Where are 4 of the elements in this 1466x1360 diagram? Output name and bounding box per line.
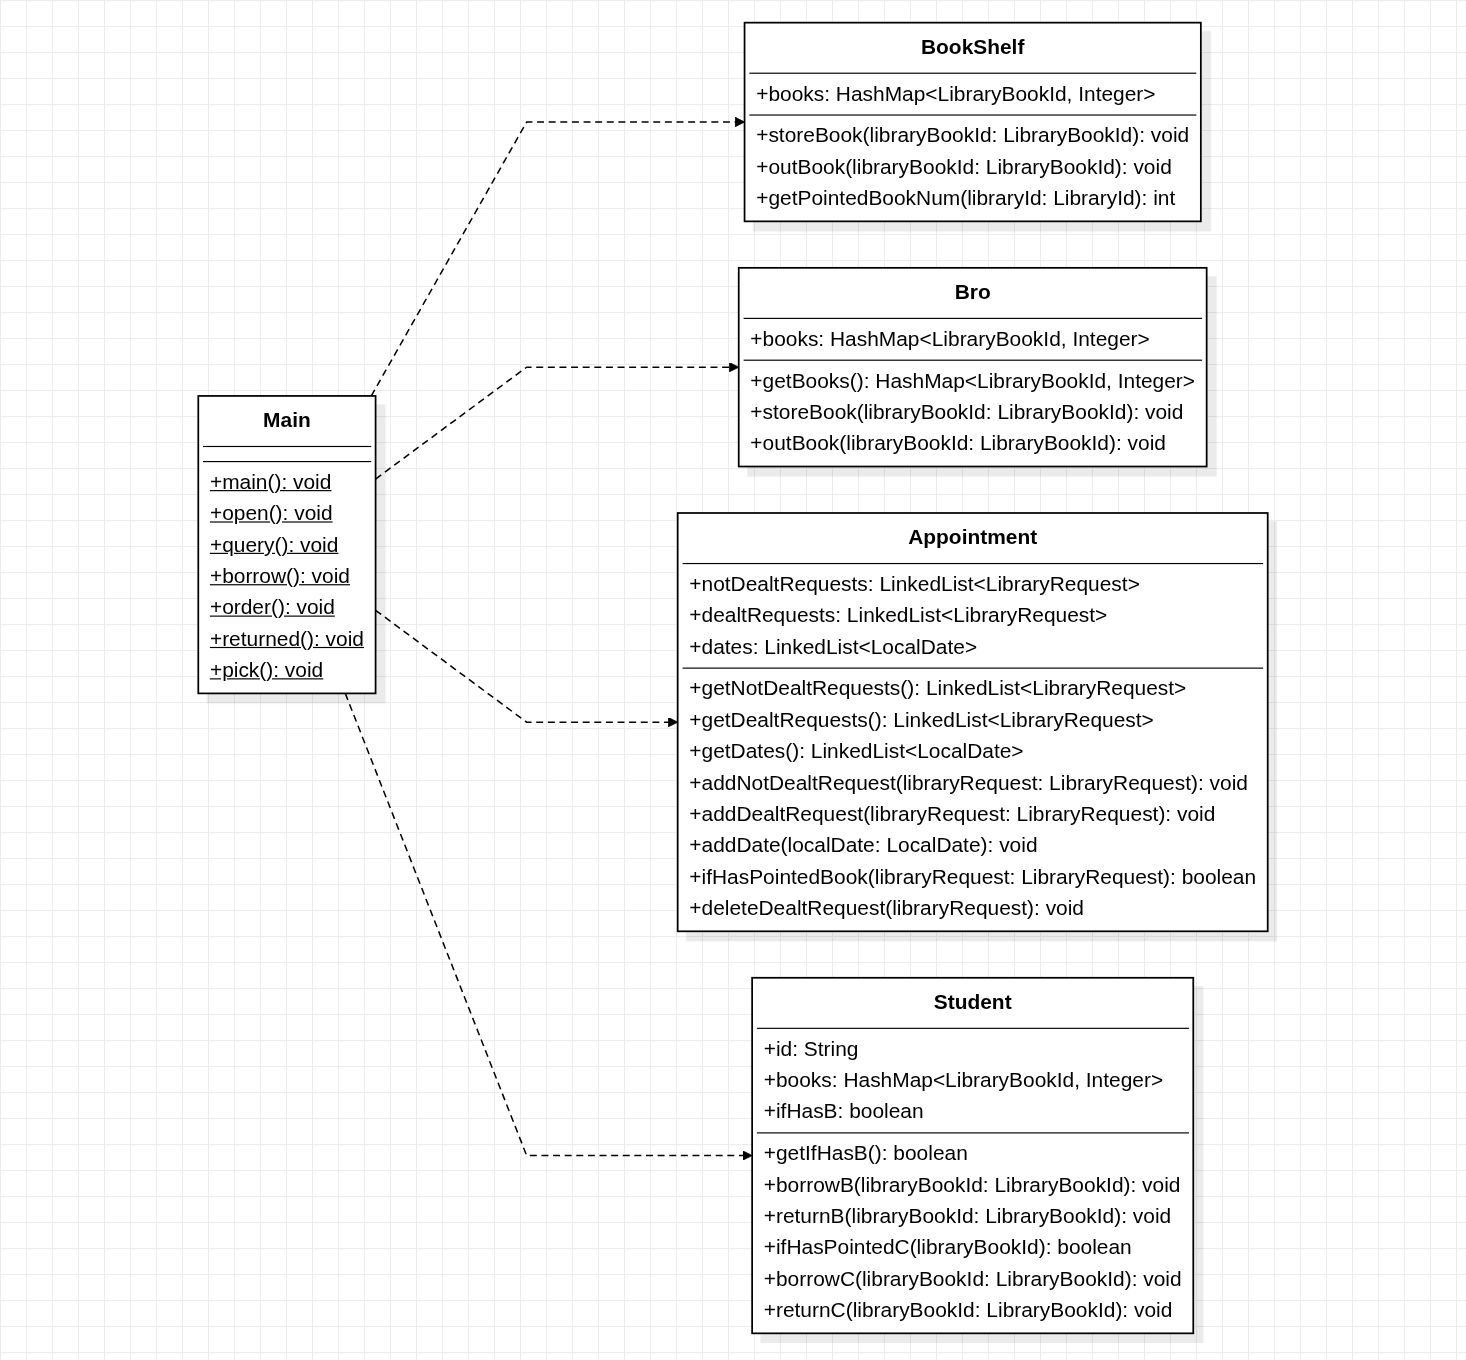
arrow: [370, 116, 745, 397]
arrow: [344, 692, 753, 1161]
node-box: Appointment +notDealtRequests: LinkedList<LibraryRequest> +dealtRequests: LinkedList<LibraryRequest> +dates: LinkedList<LocalDate> +getNotDealtRequests(): LinkedList<LibraryRequest> +getDealtRequests(): LinkedList<LibraryRequest> +getDates(): LinkedList<LocalDate> +addNotDealtRequest(libraryRequest: LibraryRequest): void +addDealtRequest(libraryRequest: LibraryRequest): void +addDate(localDate: LocalDate): void +ifHasPointedBook(libraryRequest: LibraryRequest): boolean +deleteDealtRequest(libraryRequest): void: [676, 512, 1269, 933]
node-box: Student +id: String +books: HashMap<LibraryBookId, Integer> +ifHasB: boolean +getIfHasB(): boolean +borrowB(libraryBookId: LibraryBookId): void +returnB(libraryBookId: LibraryBookId): void +ifHasPointedC(libraryBookId): boolean +borrowC(libraryBookId: LibraryBookId): void +returnC(libraryBookId: LibraryBookId): void: [751, 976, 1195, 1335]
